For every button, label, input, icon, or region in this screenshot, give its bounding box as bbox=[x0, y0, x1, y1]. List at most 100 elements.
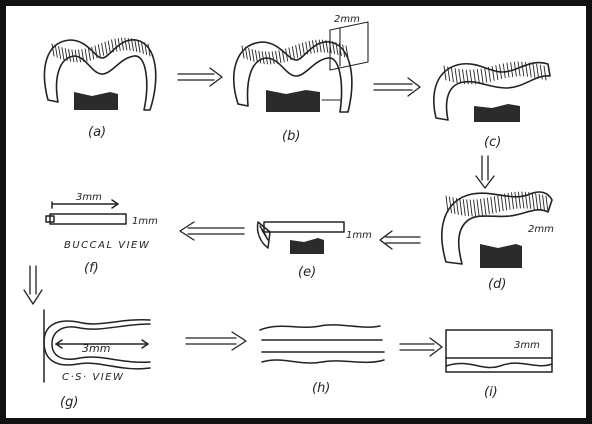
enamel-hatch-line bbox=[458, 68, 462, 84]
enamel-hatch-line bbox=[448, 196, 452, 214]
enamel-hatch-line bbox=[473, 69, 477, 85]
enamel-hatch-line bbox=[144, 42, 148, 56]
panel-a: (a) bbox=[43, 37, 157, 140]
enamel-hatch-line bbox=[495, 65, 499, 80]
enamel-hatch-line bbox=[51, 43, 55, 57]
enamel-hatch-line bbox=[443, 65, 447, 81]
enamel-hatch-line bbox=[308, 40, 312, 54]
dimension-label-e: 1mm bbox=[346, 230, 372, 241]
enamel-hatch-line bbox=[521, 61, 525, 77]
enamel-hatch-line bbox=[291, 46, 295, 60]
enamel-hatch-line bbox=[484, 67, 488, 83]
enamel-hatch-line bbox=[504, 193, 508, 211]
enamel-hatch-line bbox=[114, 38, 118, 52]
panel-b: 2mm (b) bbox=[233, 14, 369, 144]
enamel-hatch-line bbox=[325, 39, 329, 53]
dimension-thickness-f: 1mm bbox=[132, 216, 158, 227]
enamel-hatch-line bbox=[275, 50, 278, 64]
enamel-hatch-line bbox=[465, 69, 469, 85]
enamel-hatch-line bbox=[473, 199, 477, 217]
dimension-label-d: 2mm bbox=[528, 224, 554, 235]
enamel-hatch-line bbox=[251, 48, 255, 62]
panel-label-f: (f) bbox=[84, 261, 99, 276]
enamel-hatch-line bbox=[111, 39, 115, 53]
enamel-hatch-line bbox=[281, 49, 285, 63]
enamel-hatch-line bbox=[525, 61, 528, 77]
arrow-b-to-c bbox=[373, 77, 421, 97]
enamel-hatch-line bbox=[81, 49, 85, 63]
enamel-hatch-line bbox=[497, 195, 501, 213]
enamel-hatch-line bbox=[531, 192, 535, 210]
arrow-e-to-f bbox=[179, 221, 245, 241]
enamel-hatch-line bbox=[107, 40, 111, 54]
layers-h bbox=[259, 324, 385, 364]
enamel-hatch-line bbox=[248, 47, 252, 61]
enamel-hatch-line bbox=[493, 195, 497, 213]
enamel-hatch-line bbox=[94, 45, 98, 59]
enamel-hatch-line bbox=[539, 64, 543, 80]
dimension-box-b bbox=[321, 21, 369, 101]
arrow-c-to-d bbox=[475, 155, 495, 189]
enamel-hatch-line bbox=[288, 47, 292, 61]
dimension-label-b: 2mm bbox=[334, 14, 360, 25]
enamel-hatch-line bbox=[543, 65, 547, 81]
enamel-hatch-line bbox=[466, 199, 470, 217]
panel-label-e: (e) bbox=[298, 265, 316, 280]
enamel-hatch-line bbox=[455, 197, 459, 215]
enamel-hatch-line bbox=[301, 42, 305, 56]
enamel-hatch-line bbox=[254, 49, 258, 63]
enamel-hatch-line bbox=[538, 193, 542, 211]
enamel-hatch-line bbox=[87, 47, 91, 61]
enamel-hatch-line bbox=[502, 63, 506, 79]
enamel-hatch-line bbox=[271, 51, 275, 65]
enamel-hatch-line bbox=[459, 198, 463, 216]
enamel-hatch-line bbox=[278, 50, 282, 64]
enamel-hatch-line bbox=[517, 191, 521, 209]
cs-view-caption: C·S· VIEW bbox=[62, 372, 124, 383]
enamel-hatch-line bbox=[545, 195, 549, 213]
enamel-hatch-line bbox=[524, 191, 528, 209]
enamel-hatch-line bbox=[78, 49, 81, 63]
enamel-hatch-line bbox=[104, 41, 108, 55]
enamel-hatch-line bbox=[265, 51, 268, 65]
arrow-h-to-i bbox=[399, 337, 443, 357]
enamel-hatch-line bbox=[469, 69, 473, 85]
enamel-hatch-line bbox=[528, 192, 532, 209]
enamel-hatch-line bbox=[101, 42, 105, 56]
enamel-hatch-line bbox=[487, 66, 491, 82]
enamel-hatch-line bbox=[121, 37, 124, 51]
enamel-hatch-line bbox=[140, 41, 144, 54]
enamel-hatch-line bbox=[445, 195, 449, 213]
enamel-hatch-line bbox=[447, 66, 451, 82]
enamel-hatch-line bbox=[500, 194, 504, 212]
enamel-hatch-line bbox=[521, 191, 525, 209]
dimension-label-g: 3mm bbox=[82, 342, 110, 355]
panel-label-h: (h) bbox=[312, 381, 330, 396]
dimension-length-f: 3mm bbox=[76, 192, 102, 203]
dimension-label-i: 3mm bbox=[514, 340, 540, 351]
enamel-hatch-line bbox=[261, 51, 265, 65]
enamel-hatch-line bbox=[514, 191, 518, 209]
enamel-hatch-line bbox=[345, 45, 349, 59]
enamel-hatch-line bbox=[258, 50, 262, 64]
enamel-hatch-line bbox=[127, 37, 131, 51]
panel-label-i: (i) bbox=[484, 385, 498, 400]
panel-f: 3mm 1mm BUCCAL VIEW (f) bbox=[45, 192, 158, 276]
panel-e: 1mm (e) bbox=[256, 221, 372, 280]
arrow-a-to-b bbox=[177, 67, 223, 87]
cavity-block-b bbox=[266, 90, 320, 112]
arrow-f-to-g bbox=[23, 265, 43, 305]
enamel-hatch-line bbox=[147, 43, 151, 57]
panel-label-a: (a) bbox=[88, 125, 106, 140]
enamel-hatch-line bbox=[513, 61, 517, 77]
cavity-block-c bbox=[474, 104, 520, 122]
enamel-hatch-line bbox=[517, 61, 521, 77]
enamel-hatch-line bbox=[84, 48, 88, 62]
panel-label-d: (d) bbox=[488, 277, 506, 292]
panel-label-b: (b) bbox=[282, 129, 300, 144]
enamel-hatch-line bbox=[124, 37, 128, 51]
enamel-hatch-line bbox=[58, 46, 62, 59]
enamel-hatch-line bbox=[342, 44, 346, 58]
enamel-hatch-line bbox=[476, 69, 480, 84]
enamel-hatch-line bbox=[322, 39, 325, 53]
